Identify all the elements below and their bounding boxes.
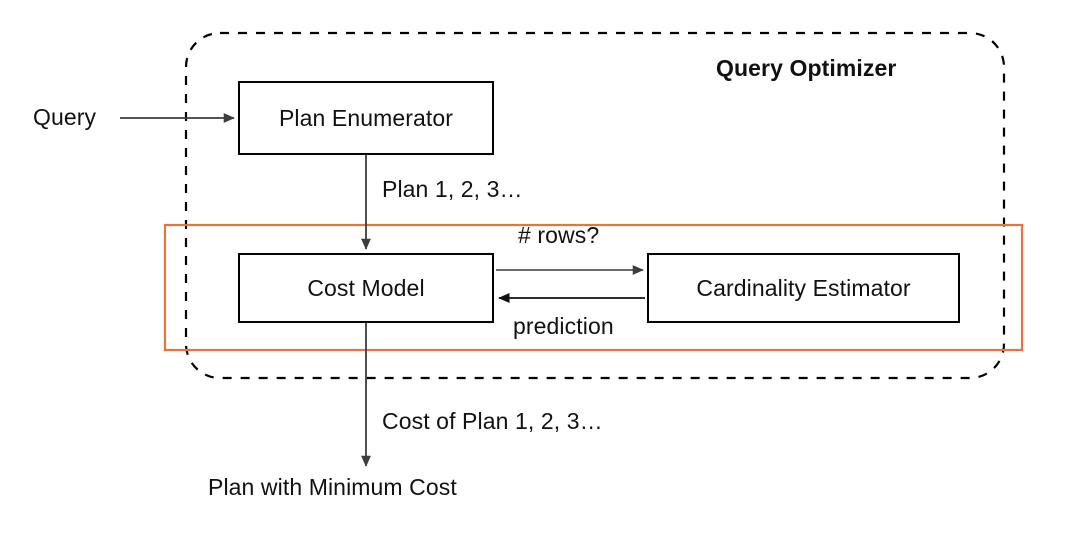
group-title-query-optimizer: Query Optimizer: [716, 55, 897, 81]
node-plan-enumerator[interactable]: Plan Enumerator: [238, 81, 494, 155]
label-cost-of-plans: Cost of Plan 1, 2, 3…: [382, 408, 603, 434]
node-cost-model-label: Cost Model: [307, 274, 425, 301]
query-optimizer-group-boundary: [184, 31, 1006, 380]
label-num-rows-request: # rows?: [518, 222, 600, 248]
node-cost-model[interactable]: Cost Model: [238, 253, 494, 323]
label-plan-list: Plan 1, 2, 3…: [382, 176, 523, 202]
label-prediction: prediction: [513, 313, 614, 339]
cardinality-highlight-boundary: [163, 223, 1024, 352]
node-cardinality-estimator[interactable]: Cardinality Estimator: [647, 253, 960, 323]
node-plan-enumerator-label: Plan Enumerator: [278, 104, 454, 131]
node-cardinality-estimator-label: Cardinality Estimator: [696, 274, 911, 301]
label-output-plan-with-minimum-cost: Plan with Minimum Cost: [208, 474, 457, 500]
label-query-input: Query: [33, 104, 97, 130]
